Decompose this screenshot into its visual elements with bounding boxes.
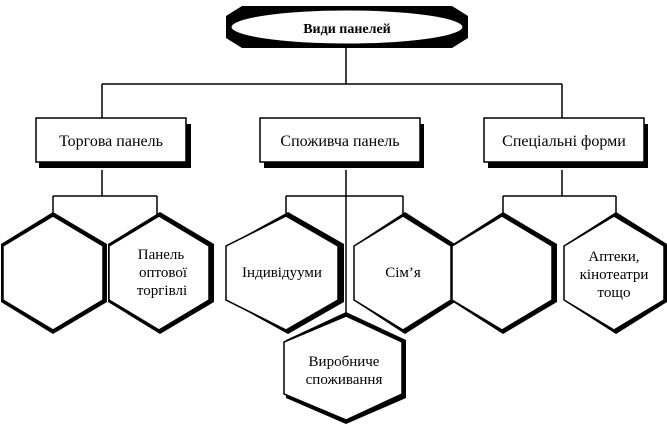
hex-spec-empty bbox=[451, 212, 557, 334]
category-spetsialni: Спеціальні форми bbox=[483, 117, 648, 168]
hex-spozh-individuals: Індивідууми bbox=[225, 212, 344, 334]
hex-spozh-production-line2: споживання bbox=[306, 372, 383, 388]
category-torgova-label: Торгова панель bbox=[59, 133, 163, 150]
hex-spozh-production: Виробниче споживання bbox=[283, 312, 406, 424]
hex-spec-pharmacies: Аптеки, кінотеатри тощо bbox=[563, 212, 667, 334]
hex-spec-pharmacies-line1: Аптеки, bbox=[588, 249, 639, 265]
hex-spozh-family: Сім’я bbox=[353, 212, 455, 334]
hex-torg-wholesale: Панель оптової торгівлі bbox=[108, 212, 214, 334]
hex-spozh-production-line1: Виробниче bbox=[309, 354, 380, 370]
category-spozhyvcha-label: Споживча панель bbox=[280, 133, 399, 150]
connectors bbox=[52, 48, 617, 318]
hex-torg-wholesale-line3: торгівлі bbox=[137, 283, 187, 299]
category-torgova: Торгова панель bbox=[35, 117, 191, 168]
root-title: Види панелей bbox=[303, 22, 391, 37]
hex-spec-pharmacies-line2: кінотеатри bbox=[580, 267, 649, 283]
hex-spozh-individuals-label: Індивідууми bbox=[242, 265, 322, 281]
hex-torg-empty bbox=[1, 212, 107, 334]
category-spozhyvcha: Споживча панель bbox=[259, 117, 424, 168]
hex-spozh-family-label: Сім’я bbox=[385, 265, 421, 281]
root-node: Види панелей bbox=[226, 6, 468, 48]
hex-torg-wholesale-line1: Панель bbox=[138, 247, 185, 263]
category-spetsialni-label: Спеціальні форми bbox=[502, 133, 626, 150]
hex-spec-pharmacies-line3: тощо bbox=[598, 285, 631, 301]
hex-torg-wholesale-line2: оптової bbox=[139, 265, 188, 281]
